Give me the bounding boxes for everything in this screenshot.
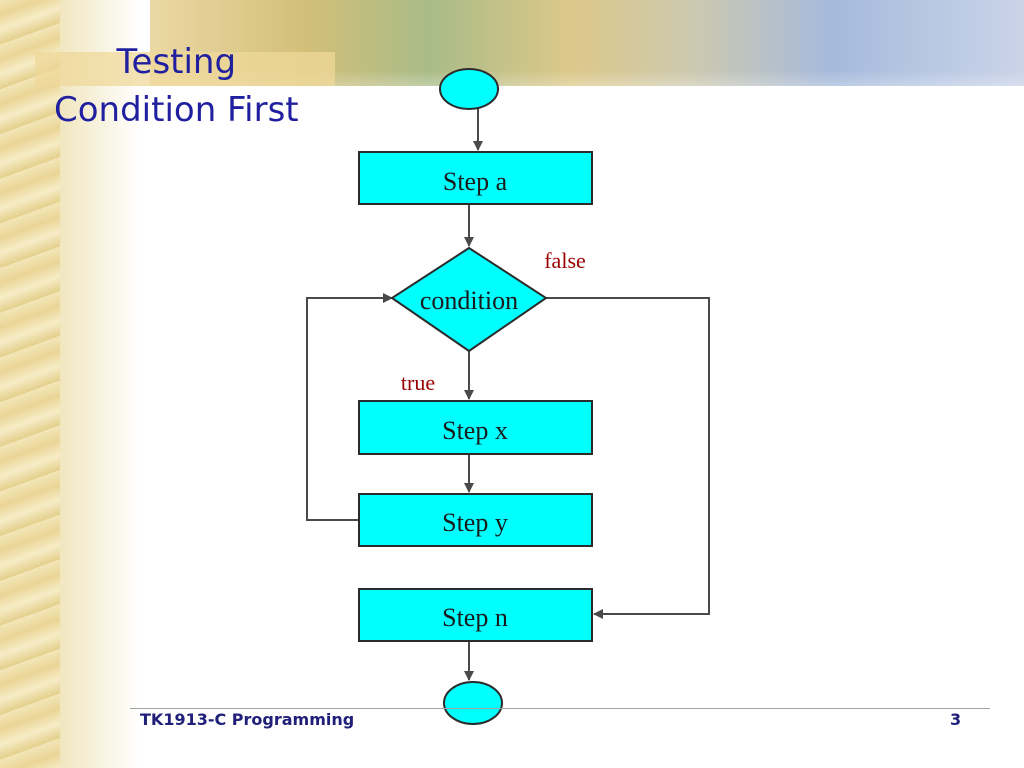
false-branch-label: false bbox=[544, 248, 586, 273]
slide-title-line-1: Testing bbox=[116, 42, 237, 82]
step-a-label: Step a bbox=[443, 167, 508, 196]
step-x-label: Step x bbox=[442, 416, 508, 445]
step-y-label: Step y bbox=[442, 508, 508, 537]
left-decorative-strip bbox=[0, 0, 60, 768]
edge-loop-back-to-condition bbox=[306, 293, 393, 521]
slide-title: Testing Condition First bbox=[54, 38, 299, 134]
start-terminal bbox=[439, 68, 499, 110]
footer-course-title: TK1913-C Programming bbox=[140, 710, 355, 729]
slide-title-line-2: Condition First bbox=[54, 90, 299, 130]
true-branch-label: true bbox=[401, 370, 435, 395]
edge-false-to-step-n bbox=[546, 297, 710, 619]
footer-divider bbox=[130, 708, 990, 709]
left-decorative-fade bbox=[60, 0, 140, 768]
end-terminal bbox=[443, 681, 503, 725]
step-x-box bbox=[358, 400, 593, 455]
step-y-box bbox=[358, 493, 593, 547]
step-n-label: Step n bbox=[442, 603, 508, 632]
step-n-box bbox=[358, 588, 593, 642]
condition-label: condition bbox=[420, 286, 518, 315]
title-highlight-band bbox=[35, 52, 335, 86]
page-number: 3 bbox=[950, 710, 962, 729]
condition-diamond bbox=[390, 246, 548, 353]
step-a-box bbox=[358, 151, 593, 205]
